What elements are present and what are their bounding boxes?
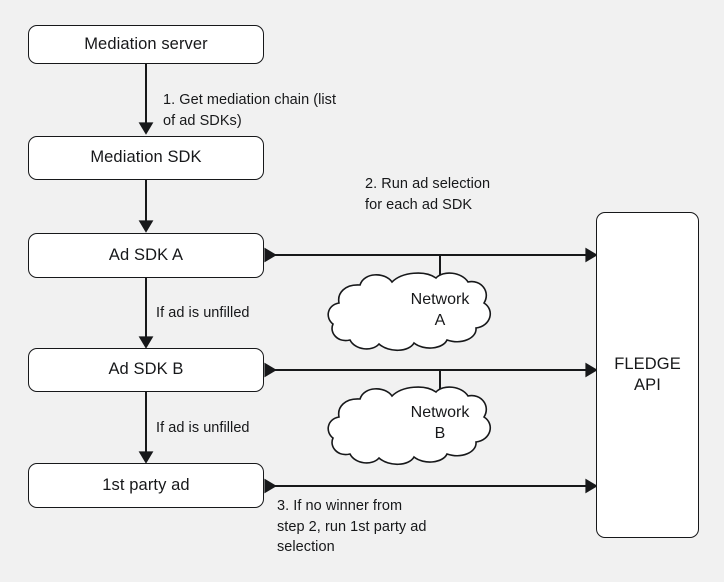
- node-mediation-server[interactable]: Mediation server: [28, 25, 264, 64]
- node-first-party-ad-label: 1st party ad: [102, 475, 190, 494]
- node-ad-sdk-a-label: Ad SDK A: [108, 245, 184, 264]
- network-a-cloud-shape: [327, 272, 492, 352]
- edge-label-unfilled-b: If ad is unfilled: [156, 420, 250, 436]
- edge-label-step-3: 3. If no winner from step 2, run 1st par…: [277, 498, 427, 556]
- cloud-network-a-label: Network A: [410, 291, 470, 329]
- node-mediation-sdk[interactable]: Mediation SDK: [28, 136, 264, 180]
- edge-label-step-2: 2. Run ad selection for each ad SDK: [365, 176, 491, 213]
- node-fledge-api-label: FLEDGE API: [614, 354, 681, 394]
- node-first-party-ad[interactable]: 1st party ad: [28, 463, 264, 508]
- node-ad-sdk-b[interactable]: Ad SDK B: [28, 348, 264, 392]
- node-mediation-sdk-label: Mediation SDK: [90, 148, 202, 167]
- node-ad-sdk-a[interactable]: Ad SDK A: [28, 233, 264, 278]
- node-ad-sdk-b-label: Ad SDK B: [108, 360, 184, 379]
- edge-label-step-1: 1. Get mediation chain (list of ad SDKs): [163, 92, 337, 129]
- edge-label-unfilled-a: If ad is unfilled: [156, 305, 250, 321]
- network-b-cloud-shape: [327, 386, 492, 466]
- node-mediation-server-label: Mediation server: [84, 34, 208, 53]
- node-fledge-api[interactable]: FLEDGE API: [596, 212, 699, 538]
- cloud-network-b-label: Network B: [410, 404, 470, 442]
